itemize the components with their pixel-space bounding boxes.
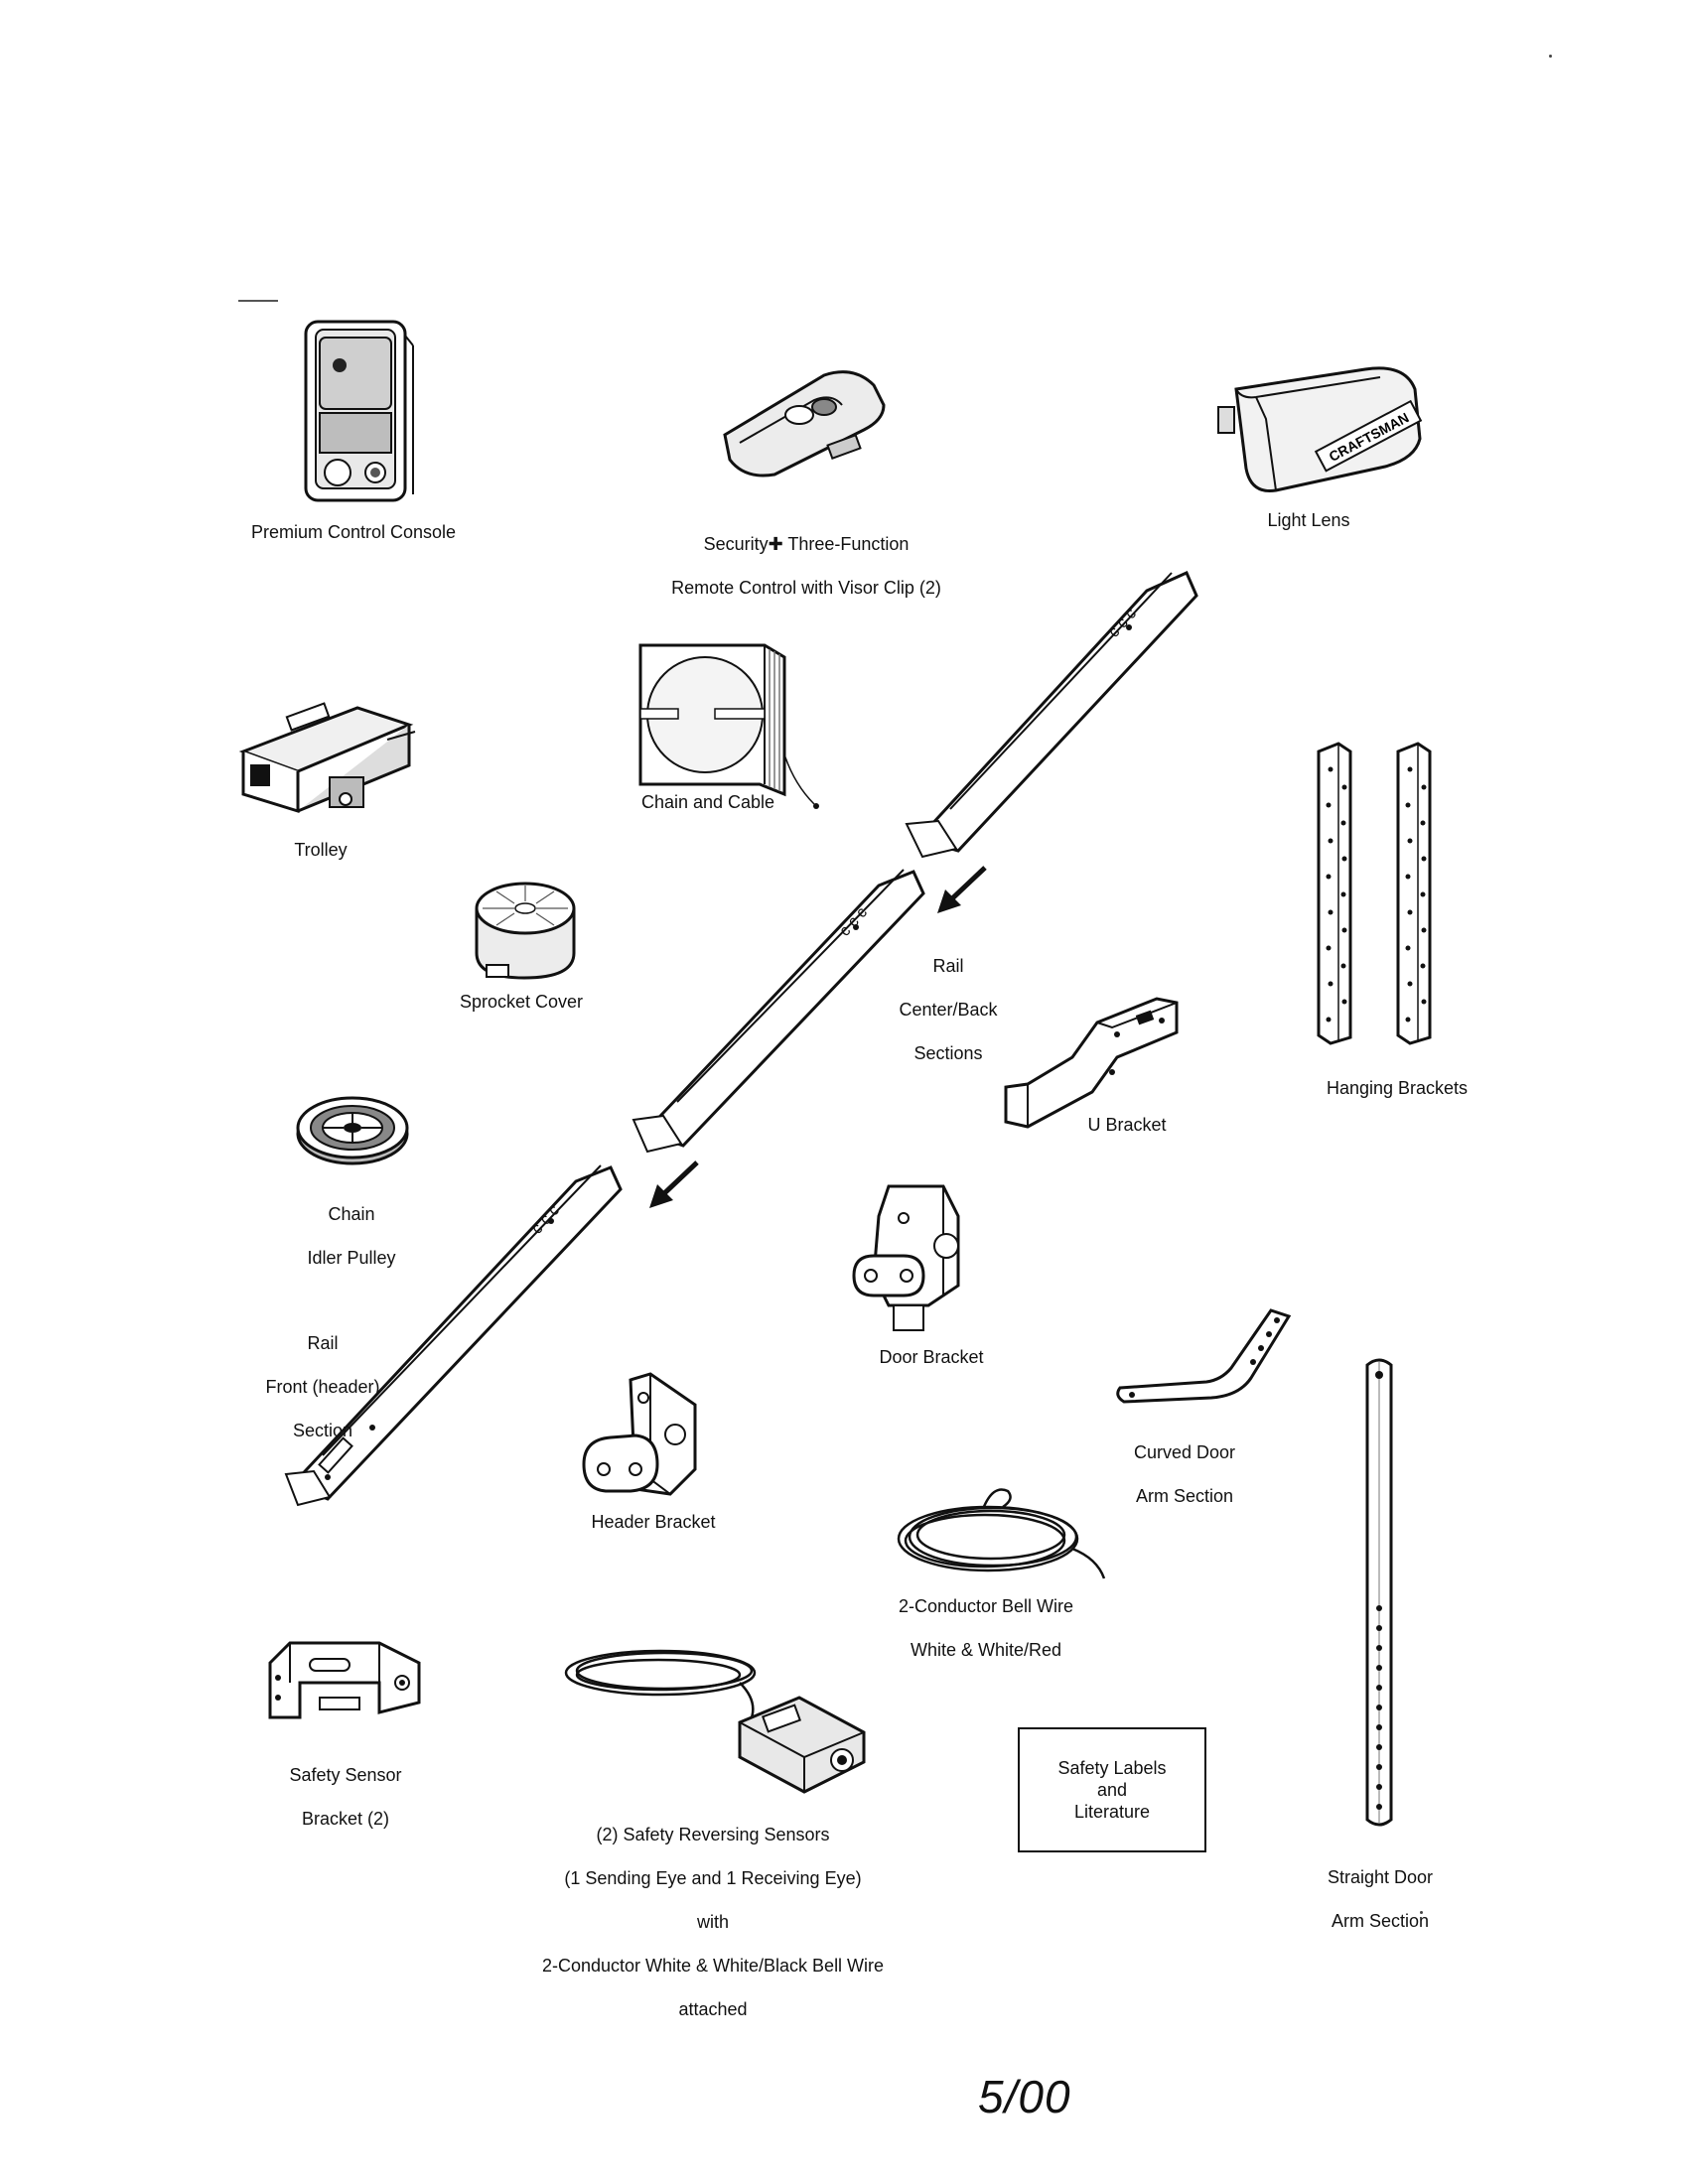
chain-idler-line2: Idler Pulley [307, 1248, 396, 1268]
assembly-arrow-icon [933, 862, 993, 916]
label-curved-door-arm: Curved Door Arm Section [1134, 1420, 1235, 1529]
label-hanging-brackets: Hanging Brackets [1326, 1078, 1469, 1098]
rail-back-section-drawing: c c c [899, 561, 1216, 869]
label-chain-and-cable: Chain and Cable [640, 792, 775, 812]
bell-wire-drawing [884, 1479, 1112, 1588]
label-header-bracket: Header Bracket [591, 1512, 716, 1532]
scan-mark [238, 300, 278, 302]
label-premium-control-console: Premium Control Console [250, 522, 457, 542]
curved-door-arm-drawing [1112, 1300, 1296, 1420]
sprocket-cover-drawing [467, 874, 586, 983]
hanging-bracket-left [1319, 744, 1350, 1043]
control-console-drawing [298, 316, 417, 514]
label-rail-front: Rail Front (header) Section [265, 1310, 379, 1463]
label-straight-door-arm: Straight Door Arm Section [1328, 1844, 1433, 1954]
chain-idler-line1: Chain [328, 1204, 375, 1224]
label-u-bracket: U Bracket [1087, 1115, 1167, 1135]
trolley-drawing [238, 690, 417, 824]
remote-control-line2: Remote Control with Visor Clip (2) [671, 578, 941, 598]
label-safety-sensor-bracket: Safety Sensor Bracket (2) [289, 1742, 401, 1851]
rail-center-line2: Center/Back [899, 1000, 998, 1020]
bell-wire-line1: 2-Conductor Bell Wire [898, 1596, 1074, 1616]
straight-arm-line2: Arm Section [1331, 1911, 1430, 1931]
chain-and-cable-drawing [635, 635, 834, 814]
curved-arm-line2: Arm Section [1135, 1486, 1234, 1506]
rail-center-line3: Sections [913, 1043, 983, 1063]
hanging-brackets-drawing [1311, 740, 1450, 1047]
safety-sensor-bracket-drawing [260, 1623, 429, 1732]
label-light-lens: Light Lens [1267, 510, 1350, 530]
sensors-line2: (1 Sending Eye and 1 Receiving Eye) [564, 1868, 862, 1888]
rail-front-line1: Rail [307, 1333, 339, 1353]
light-lens-drawing: CRAFTSMAN [1216, 349, 1435, 498]
scan-dot [1549, 55, 1552, 58]
scan-dot [1420, 1911, 1423, 1914]
label-door-bracket: Door Bracket [879, 1347, 984, 1367]
rail-center-section-drawing: c c c [626, 864, 933, 1161]
safety-labels-box: Safety Labels and Literature [1018, 1727, 1206, 1852]
safety-labels-line3: Literature [1073, 1802, 1151, 1822]
sensors-line5: attached [678, 1999, 748, 2019]
rail-center-line1: Rail [932, 956, 964, 976]
safety-sensor-bracket-line2: Bracket (2) [301, 1809, 390, 1829]
safety-sensor-bracket-line1: Safety Sensor [289, 1765, 402, 1785]
safety-labels-line1: Safety Labels [1057, 1758, 1167, 1778]
door-bracket-drawing [849, 1176, 978, 1345]
page-number: 5/00 [978, 2071, 1071, 2122]
header-bracket-drawing [576, 1370, 705, 1509]
label-trolley: Trolley [294, 840, 348, 860]
rail-front-section-drawing: c c c [278, 1161, 635, 1519]
safety-reversing-sensors-drawing [561, 1633, 879, 1802]
straight-arm-line1: Straight Door [1327, 1867, 1434, 1887]
safety-labels-line2: and [1096, 1780, 1128, 1800]
label-safety-reversing-sensors: (2) Safety Reversing Sensors (1 Sending … [542, 1802, 884, 2042]
bell-wire-line2: White & White/Red [910, 1640, 1062, 1660]
sensors-line1: (2) Safety Reversing Sensors [596, 1825, 830, 1844]
sensors-line3: with [696, 1912, 730, 1932]
straight-door-arm-drawing [1355, 1355, 1405, 1832]
rail-front-line3: Section [292, 1421, 353, 1440]
u-bracket-drawing [998, 993, 1187, 1132]
label-bell-wire: 2-Conductor Bell Wire White & White/Red [899, 1573, 1073, 1683]
curved-arm-line1: Curved Door [1133, 1442, 1236, 1462]
assembly-arrow-icon [645, 1157, 705, 1211]
rail-front-line2: Front (header) [265, 1377, 380, 1397]
hanging-bracket-right [1398, 744, 1430, 1043]
label-remote-control: Security✚ Three-Function Remote Control … [671, 511, 941, 620]
remote-control-drawing [715, 365, 894, 484]
chain-idler-pulley-drawing [293, 1092, 412, 1171]
sensors-line4: 2-Conductor White & White/Black Bell Wir… [541, 1956, 885, 1976]
label-chain-idler-pulley: Chain Idler Pulley [307, 1181, 395, 1291]
label-rail-center-back: Rail Center/Back Sections [899, 933, 997, 1086]
label-sprocket-cover: Sprocket Cover [459, 992, 584, 1012]
remote-control-line1: Security✚ Three-Function [703, 534, 910, 554]
